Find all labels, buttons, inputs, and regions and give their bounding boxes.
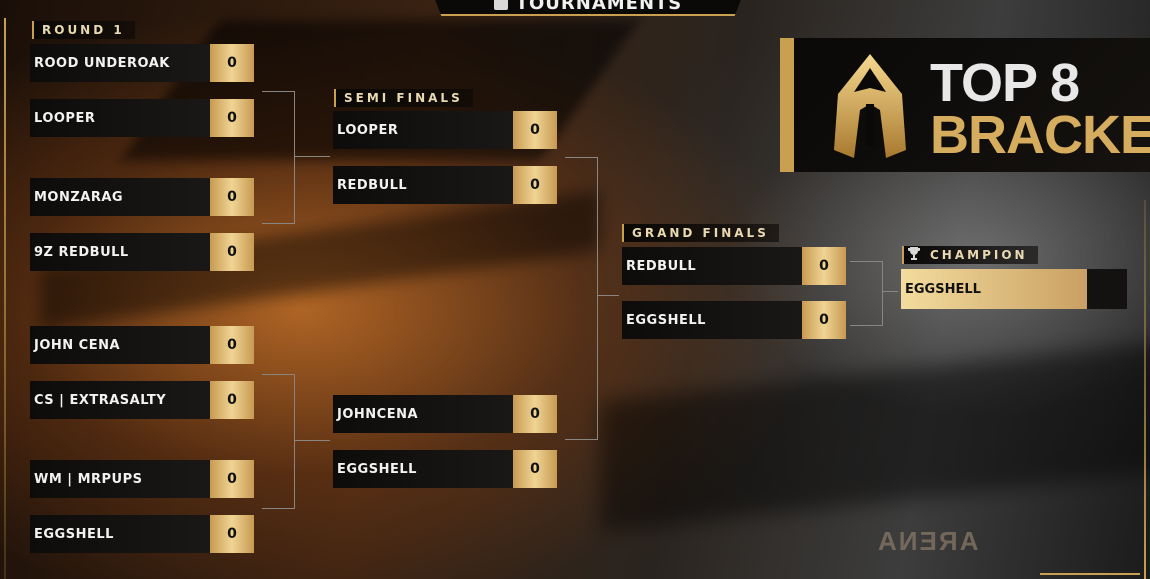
bracket-connector — [294, 91, 295, 224]
logo-subtitle: BRACKET — [930, 105, 1150, 165]
bracket-connector — [850, 261, 882, 262]
team-name: LOOPER — [333, 111, 513, 149]
team-score: 0 — [513, 395, 557, 433]
round1-slot[interactable]: JOHN CENA 0 — [30, 326, 254, 364]
team-name: JOHN CENA — [30, 326, 210, 364]
bracket-connector — [850, 325, 882, 326]
bracket-connector — [294, 156, 330, 157]
semi-slot[interactable]: REDBULL 0 — [333, 166, 557, 204]
round1-label: ROUND 1 — [32, 21, 135, 39]
team-name: ROOD UNDEROAK — [30, 44, 210, 82]
round1-slot[interactable]: ROOD UNDEROAK 0 — [30, 44, 254, 82]
round1-slot[interactable]: CS | EXTRASALTY 0 — [30, 381, 254, 419]
team-name: JOHNCENA — [333, 395, 513, 433]
grand-final-slot[interactable]: EGGSHELL 0 — [622, 301, 846, 339]
team-score: 0 — [513, 450, 557, 488]
team-name: MONZARAG — [30, 178, 210, 216]
team-score: 0 — [210, 233, 254, 271]
champion-label: CHAMPION — [902, 246, 1038, 264]
team-name: WM | MRPUPS — [30, 460, 210, 498]
bracket-connector — [262, 91, 294, 92]
bracket-connector — [597, 295, 619, 296]
champion-name: EGGSHELL — [901, 269, 1087, 309]
round1-slot[interactable]: 9Z REDBULL 0 — [30, 233, 254, 271]
frame-border-left — [4, 18, 6, 579]
bracket-connector — [882, 291, 898, 292]
team-score: 0 — [210, 99, 254, 137]
champion-slot[interactable]: EGGSHELL — [901, 269, 1127, 309]
round1-slot[interactable]: WM | MRPUPS 0 — [30, 460, 254, 498]
arena-watermark: ARENA — [876, 526, 979, 556]
grand-final-slot[interactable]: REDBULL 0 — [622, 247, 846, 285]
semi-finals-label: SEMI FINALS — [334, 89, 473, 107]
team-score: 0 — [802, 247, 846, 285]
bracket-connector — [262, 223, 294, 224]
team-score: 0 — [513, 111, 557, 149]
header-title: TOURNAMENTS — [515, 0, 683, 14]
semi-slot[interactable]: EGGSHELL 0 — [333, 450, 557, 488]
team-name: REDBULL — [333, 166, 513, 204]
frame-border-bottom — [1040, 573, 1140, 575]
round1-slot[interactable]: EGGSHELL 0 — [30, 515, 254, 553]
bracket-connector — [565, 157, 597, 158]
tournament-icon — [493, 0, 508, 10]
champion-slot-end — [1087, 269, 1127, 309]
team-name: 9Z REDBULL — [30, 233, 210, 271]
tournaments-tab[interactable]: TOURNAMENTS — [432, 0, 744, 16]
bracket-connector — [597, 157, 598, 440]
trophy-icon — [908, 247, 920, 260]
team-score: 0 — [513, 166, 557, 204]
team-name: EGGSHELL — [30, 515, 210, 553]
frame-border-right — [1144, 200, 1146, 579]
grand-finals-label: GRAND FINALS — [622, 224, 779, 242]
round1-slot[interactable]: MONZARAG 0 — [30, 178, 254, 216]
logo-title: TOP 8 — [930, 53, 1080, 113]
team-score: 0 — [210, 460, 254, 498]
team-score: 0 — [210, 515, 254, 553]
semi-slot[interactable]: LOOPER 0 — [333, 111, 557, 149]
team-score: 0 — [802, 301, 846, 339]
round1-slot[interactable]: LOOPER 0 — [30, 99, 254, 137]
team-score: 0 — [210, 381, 254, 419]
team-score: 0 — [210, 178, 254, 216]
team-name: EGGSHELL — [333, 450, 513, 488]
bracket-connector — [262, 374, 294, 375]
team-score: 0 — [210, 326, 254, 364]
semi-slot[interactable]: JOHNCENA 0 — [333, 395, 557, 433]
team-name: LOOPER — [30, 99, 210, 137]
helmet-icon — [834, 54, 906, 158]
team-name: REDBULL — [622, 247, 802, 285]
top8-bracket-logo: TOP 8 BRACKET — [780, 38, 1150, 172]
team-name: EGGSHELL — [622, 301, 802, 339]
bracket-connector — [565, 439, 597, 440]
team-score: 0 — [210, 44, 254, 82]
bracket-connector — [262, 508, 294, 509]
bracket-connector — [294, 440, 330, 441]
bracket-connector — [294, 374, 295, 509]
team-name: CS | EXTRASALTY — [30, 381, 210, 419]
bracket-connector — [882, 261, 883, 326]
